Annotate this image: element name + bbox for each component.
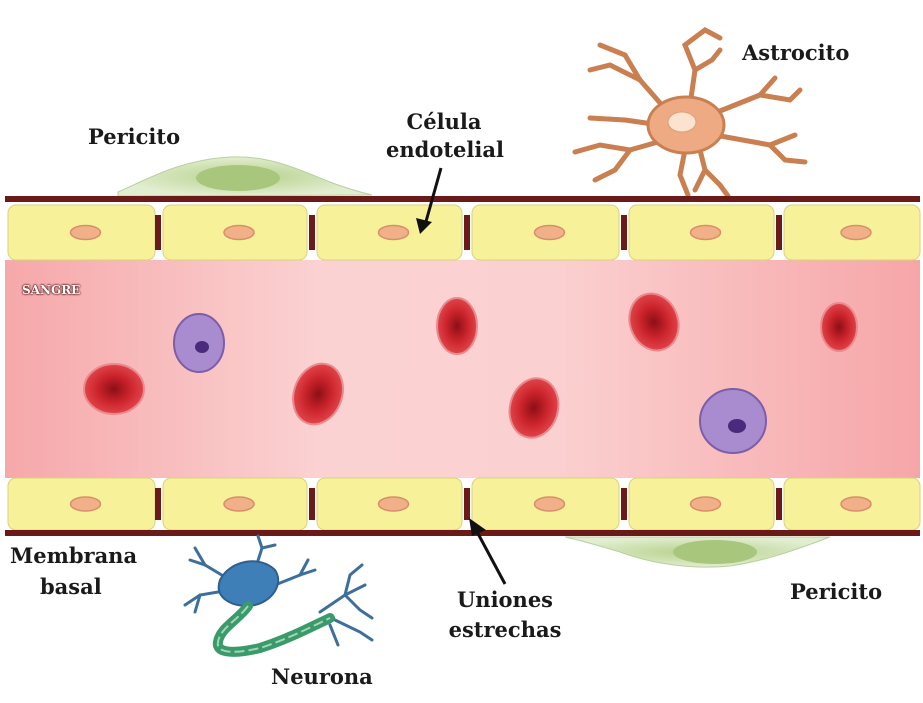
label-astrocito: Astrocito [742, 40, 849, 66]
cell-nucleus [691, 226, 721, 240]
endothelial-cell [8, 478, 155, 530]
tight-junction [621, 215, 627, 250]
basal-membrane-top [5, 196, 920, 202]
leukocyte [174, 314, 224, 372]
red-blood-cell [821, 303, 857, 351]
cell-nucleus [379, 497, 409, 511]
endothelial-cell [472, 478, 619, 530]
cell-nucleus [224, 226, 254, 240]
endothelial-cell [317, 205, 462, 260]
cell-nucleus [841, 497, 871, 511]
tight-junction [155, 215, 161, 250]
cell-nucleus [71, 497, 101, 511]
endothelial-cell [163, 478, 307, 530]
tight-junction [155, 488, 161, 520]
endothelial-cell [629, 478, 774, 530]
cell-nucleus [379, 226, 409, 240]
endothelial-cell [784, 478, 920, 530]
cell-nucleus [691, 497, 721, 511]
leukocyte [700, 389, 766, 453]
endothelial-row-top [8, 205, 920, 260]
label-pericito-top: Pericito [88, 124, 180, 150]
endothelial-cell [472, 205, 619, 260]
tight-junction [309, 488, 315, 520]
label-endotelial: endotelial [386, 137, 504, 163]
endothelial-cell [629, 205, 774, 260]
basal-membrane-bottom [5, 530, 920, 536]
tight-junction [776, 488, 782, 520]
tight-junction [621, 488, 627, 520]
tight-junction [464, 488, 470, 520]
tight-junction [309, 215, 315, 250]
label-estrechas: estrechas [440, 617, 570, 643]
astrocyte-nucleus [668, 112, 696, 132]
label-sangre: SANGRE [22, 283, 80, 297]
pericyte-bottom [565, 537, 830, 567]
neuron [185, 536, 372, 652]
tight-junction [776, 215, 782, 250]
red-blood-cell [84, 364, 144, 414]
cell-nucleus [535, 497, 565, 511]
cell-nucleus [224, 497, 254, 511]
endothelial-cell [784, 205, 920, 260]
endothelial-cell [317, 478, 462, 530]
label-membrana: Membrana [10, 543, 137, 569]
red-blood-cell [437, 298, 477, 354]
tight-junction [464, 215, 470, 250]
endothelial-cell [8, 205, 155, 260]
label-uniones: Uniones [450, 587, 560, 613]
label-basal: basal [40, 574, 102, 600]
pericyte-top [118, 157, 372, 196]
blood-lumen [5, 260, 920, 478]
endothelial-row-bottom [8, 478, 920, 530]
label-celula: Célula [400, 109, 488, 135]
cell-nucleus [71, 226, 101, 240]
label-neurona: Neurona [271, 664, 373, 690]
cell-nucleus [535, 226, 565, 240]
endothelial-cell [163, 205, 307, 260]
label-pericito-bottom: Pericito [790, 579, 882, 605]
cell-nucleus [841, 226, 871, 240]
